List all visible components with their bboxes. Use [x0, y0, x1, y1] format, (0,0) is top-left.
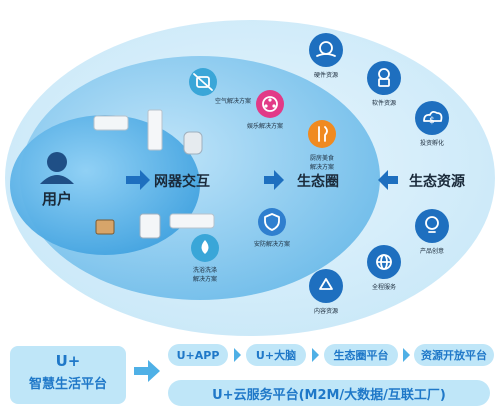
uplus-cloud-service-platform: U+云服务平台(M2M/大数据/互联工厂) — [168, 380, 490, 406]
solution-label-entertain: 娱乐解决方案 — [247, 122, 283, 130]
solution-entertain: 娱乐解决方案 — [247, 90, 284, 130]
solution-label-water: 洗浴洗涤 — [193, 266, 217, 274]
user-icon — [40, 152, 74, 184]
chip-ecosystem-platform: 生态圈平台 — [324, 344, 398, 366]
solution-security: 安防解决方案 — [254, 208, 290, 248]
chip-uplus-brain: U+大脑 — [246, 344, 306, 366]
resource-badge-idea — [415, 209, 449, 243]
money-cloud-icon: $ — [423, 110, 443, 126]
arrow-to-ecosystem — [264, 170, 284, 190]
resource-label-software: 软件资源 — [372, 99, 396, 107]
resource-label-channel: 全程服务 — [372, 283, 396, 291]
resource-channel: 全程服务 — [367, 245, 401, 291]
shield-icon — [264, 213, 280, 231]
chevron-right-icon — [234, 348, 241, 362]
uplus-subtitle: 智慧生活平台 — [28, 377, 107, 392]
solution-badge-entertain — [256, 90, 284, 118]
chevron-right-icon — [403, 348, 410, 362]
resource-content: 内容资源 — [309, 269, 343, 315]
uplus-title: U+ — [55, 352, 81, 370]
ecosystem-label: 生态圈 — [297, 173, 339, 190]
solution-badge-security — [258, 208, 286, 236]
water-drop-icon — [201, 240, 209, 254]
solution-label-food: 解决方案 — [310, 163, 334, 171]
network-interaction-label: 网器交互 — [154, 173, 210, 190]
resource-badge-software — [367, 61, 401, 95]
arrow-to-network — [126, 170, 150, 190]
resource-hardware: 硬件资源 — [309, 33, 343, 79]
resource-idea: 产品创意 — [415, 209, 449, 255]
resource-incubation: $ 投资孵化 — [415, 101, 449, 147]
solution-label-food: 厨房美食 — [310, 154, 334, 162]
uplus-smart-life-platform: U+ 智慧生活平台 — [10, 346, 126, 404]
chef-icon — [378, 68, 390, 87]
robot-icon — [193, 73, 213, 91]
arrow-from-resources — [378, 170, 398, 190]
chevron-right-icon — [312, 348, 319, 362]
ecological-resources-label: 生态资源 — [409, 173, 465, 190]
globe-icon — [376, 254, 392, 270]
gear-hand-icon — [316, 41, 336, 57]
platform-arrow-icon — [134, 360, 160, 382]
resource-label-content: 内容资源 — [314, 307, 338, 315]
resource-badge-content — [309, 269, 343, 303]
chip-resource-open-platform: 资源开放平台 — [414, 344, 494, 366]
solution-label-security: 安防解决方案 — [254, 240, 290, 248]
ecosystem-diagram: 用户 网器交互 生态圈 生态资源 空气解决方案娱乐解决方案厨房美食解决方案安防解… — [5, 20, 495, 336]
chip-uplus-app: U+APP — [168, 344, 228, 366]
resource-label-hardware: 硬件资源 — [314, 71, 338, 79]
fork-knife-icon — [318, 126, 328, 142]
resource-label-idea: 产品创意 — [420, 247, 444, 255]
resource-label-incubation: 投资孵化 — [420, 139, 444, 147]
appliance-images — [93, 109, 215, 239]
solution-label-water: 解决方案 — [193, 275, 217, 283]
solution-label-air: 空气解决方案 — [215, 97, 251, 105]
lightbulb-icon — [425, 216, 439, 233]
resource-badge-hardware — [309, 33, 343, 67]
solution-air: 空气解决方案 — [189, 68, 251, 105]
user-label: 用户 — [42, 190, 72, 208]
svg-text:$: $ — [429, 116, 435, 126]
film-reel-icon — [262, 96, 278, 112]
solution-badge-food — [308, 120, 336, 148]
recycle-icon — [319, 278, 333, 290]
resource-software: 软件资源 — [367, 61, 401, 107]
resource-badge-incubation — [415, 101, 449, 135]
